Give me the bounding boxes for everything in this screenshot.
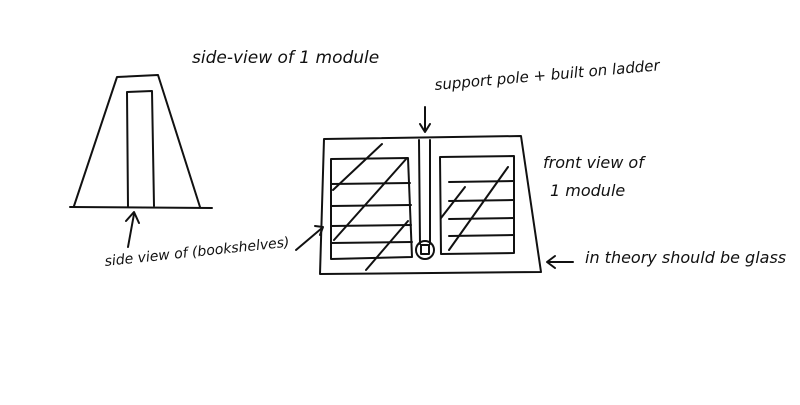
side-view-ground-line <box>69 206 213 209</box>
side-view-module <box>69 74 213 248</box>
support-pole <box>415 106 435 260</box>
support-pole-arrow-head <box>419 123 431 133</box>
right-shelf-board <box>448 199 515 202</box>
glass-note-label: in theory should be glass <box>585 248 787 267</box>
left-shelf-board <box>330 204 412 207</box>
left-shelf-board <box>330 182 411 185</box>
glass-note-arrow-head <box>546 255 556 269</box>
bookshelf-label-arrow-shaft <box>295 227 323 251</box>
bookshelf-label-arrow-head <box>314 225 324 236</box>
right-shelf-board <box>448 180 515 183</box>
front-view-label-line1: front view of <box>543 153 644 172</box>
support-pole-base-wheel <box>415 240 435 260</box>
glass-hatch-line <box>448 166 509 251</box>
glass-hatch-line <box>365 220 409 271</box>
glass-hatch-line <box>333 157 408 241</box>
left-shelf-board <box>330 241 413 244</box>
glass-hatch-line <box>332 143 383 191</box>
front-view-module <box>295 106 574 275</box>
right-shelf-unit <box>439 155 515 255</box>
glass-hatch-line <box>440 186 466 219</box>
front-view-label-line2: 1 module <box>550 181 626 200</box>
side-view-bookshelf-rect <box>126 90 155 208</box>
left-shelf-unit <box>330 143 413 271</box>
side-view-trapezoid-outline <box>73 74 201 208</box>
support-pole-base-block <box>420 244 430 255</box>
side-view-title-label: side-view of 1 module <box>192 48 380 68</box>
right-shelf-board <box>448 217 515 220</box>
right-shelf-outline <box>439 155 515 255</box>
side-view-arrow-shaft <box>127 213 135 248</box>
left-shelf-board <box>330 224 412 227</box>
side-view-arrow-head <box>125 211 140 224</box>
support-pole-left-rail <box>418 139 421 245</box>
